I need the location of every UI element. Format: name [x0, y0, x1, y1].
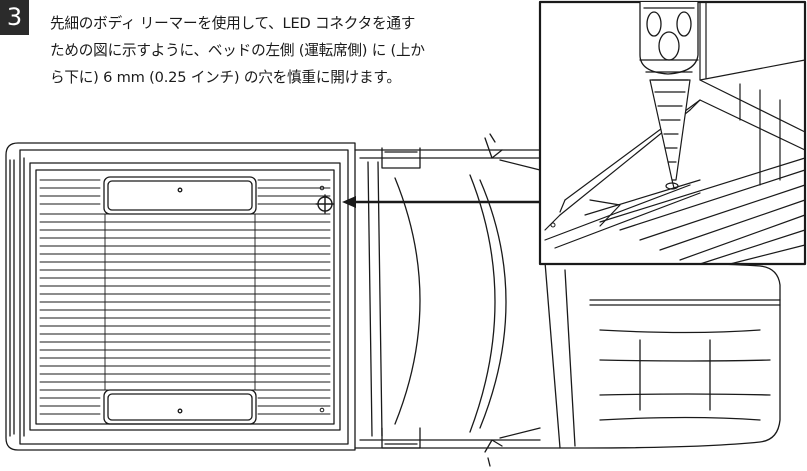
truck-cab	[354, 149, 781, 449]
instruction-line-3: ら下に) 6 mm (0.25 インチ) の穴を慎重に開けます。	[50, 69, 401, 86]
wheel-wells	[103, 176, 257, 425]
instruction-text: 先細のボディ リーマーを使用して、LED コネクタを通す ための図に示すように、…	[50, 10, 520, 91]
truck-bed	[5, 142, 356, 451]
step-number-badge: 3	[0, 0, 29, 35]
bed-floor-ribs	[39, 179, 331, 415]
bed-holes	[319, 185, 325, 413]
instruction-line-2: ための図に示すように、ベッドの左側 (運転席側) に (上か	[50, 42, 425, 59]
arrow-left-icon	[342, 196, 547, 208]
crosshair-circle-icon	[315, 194, 335, 214]
detail-inset	[538, 0, 807, 266]
instruction-line-1: 先細のボディ リーマーを使用して、LED コネクタを通す	[50, 15, 416, 32]
cab-mirrors	[381, 133, 541, 467]
